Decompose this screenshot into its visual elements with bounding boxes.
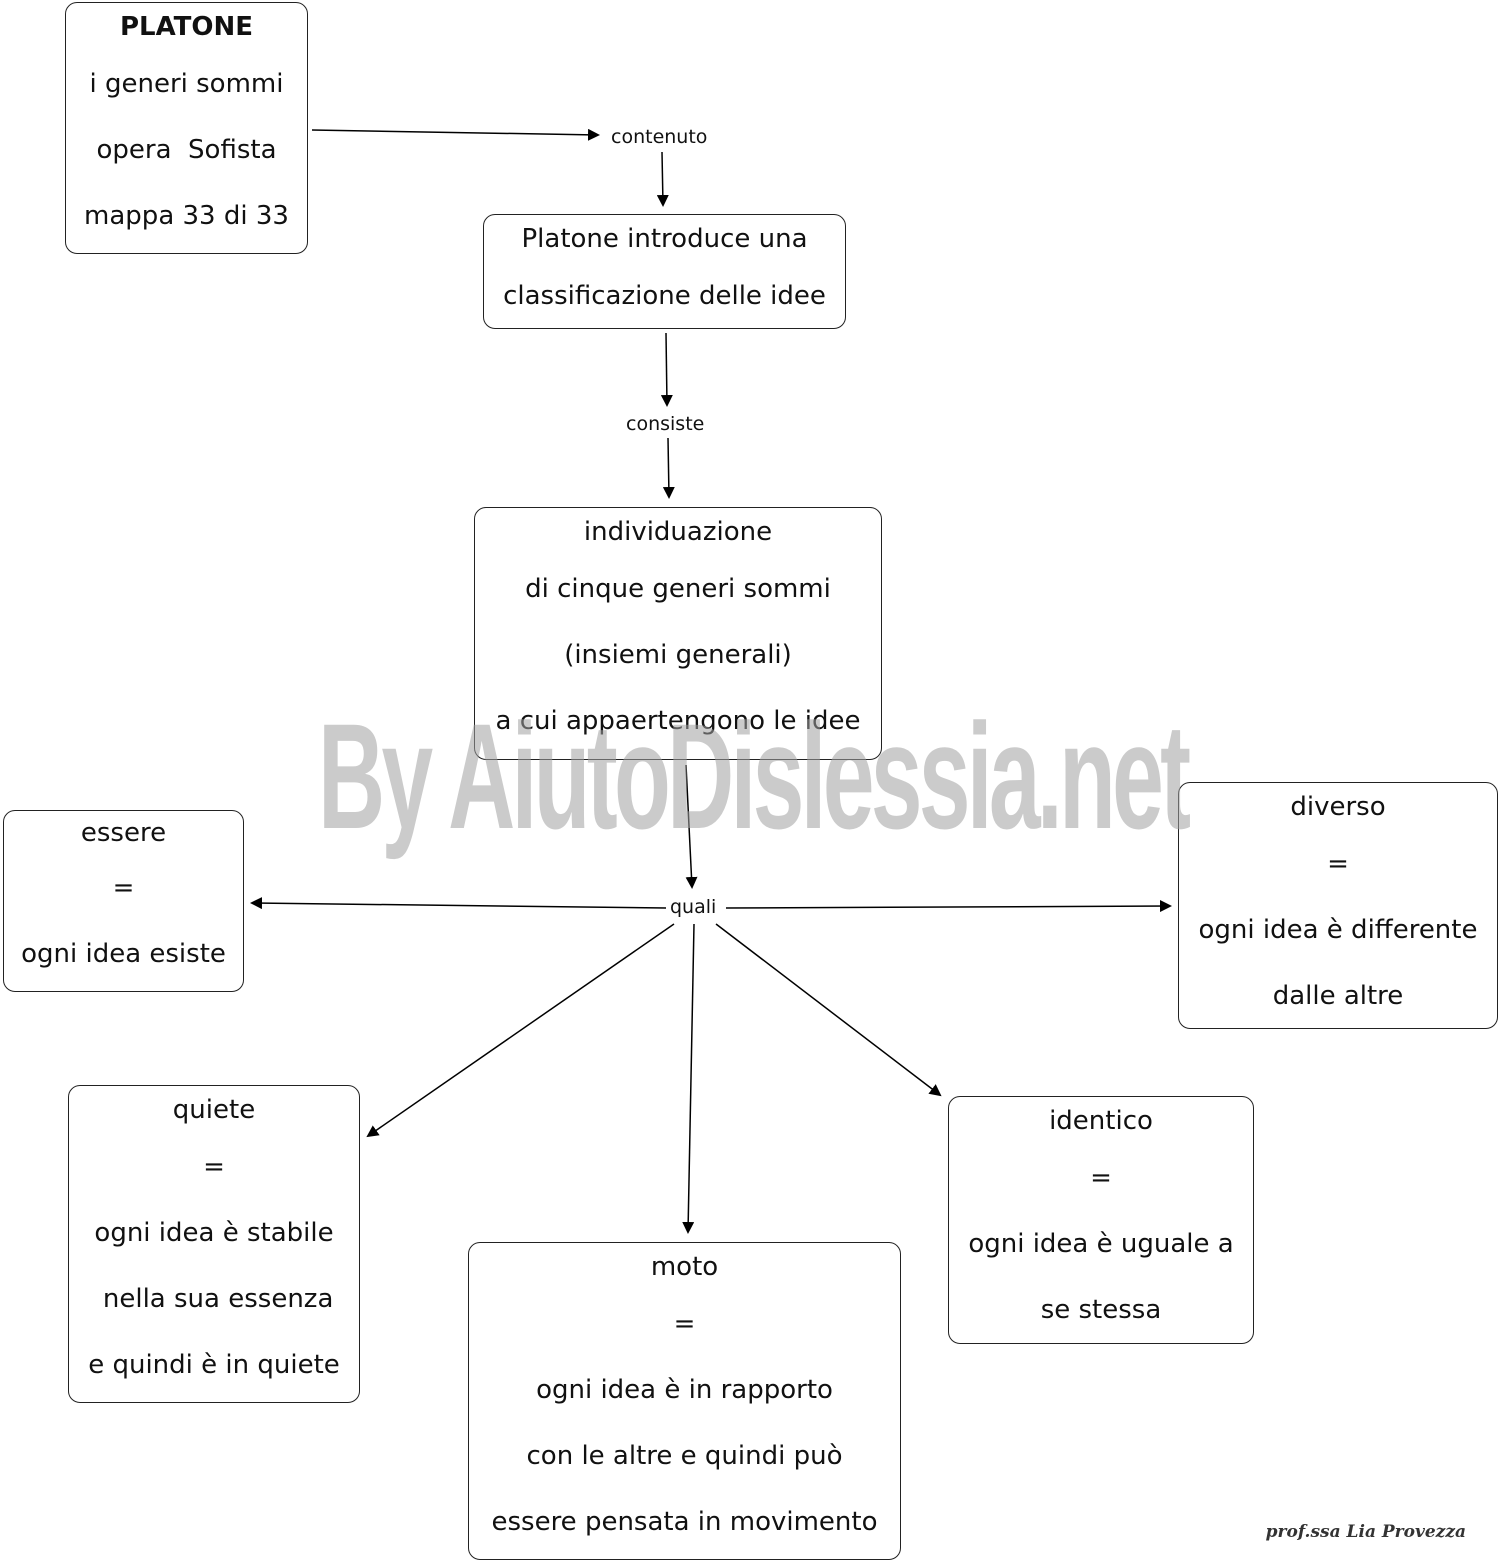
arrow-classification-to-consiste — [660, 332, 673, 407]
quiete-definition-2: nella sua essenza — [94, 1284, 334, 1314]
node-identico: identico = ogni idea è uguale a se stess… — [948, 1096, 1254, 1344]
arrow-consiste-to-individuation — [662, 437, 675, 499]
diverso-definition-2: dalle altre — [1272, 981, 1404, 1011]
individuation-line-4: a cui appaertengono le idee — [495, 706, 861, 736]
quiete-equals: = — [203, 1152, 225, 1182]
identico-definition-2: se stessa — [1040, 1295, 1162, 1325]
node-individuation: individuazione di cinque generi sommi (i… — [474, 507, 882, 760]
arrow-quali-to-quiete — [366, 923, 675, 1138]
arrow-quali-to-identico — [715, 923, 942, 1097]
diverso-equals: = — [1327, 849, 1349, 879]
title-map-number: mappa 33 di 33 — [84, 201, 289, 231]
arrow-quali-to-moto — [682, 923, 695, 1234]
essere-equals: = — [112, 873, 135, 903]
moto-definition-1: ogni idea è in rapporto — [536, 1375, 833, 1405]
arrow-quali-to-diverso — [725, 900, 1172, 913]
classification-line-2: classificazione delle idee — [503, 281, 826, 311]
title-subject: i generi sommi — [89, 69, 284, 99]
node-classification: Platone introduce una classificazione de… — [483, 214, 846, 329]
identico-equals: = — [1090, 1163, 1112, 1193]
quiete-definition-1: ogni idea è stabile — [94, 1218, 334, 1248]
node-diverso: diverso = ogni idea è differente dalle a… — [1178, 782, 1498, 1029]
title-heading: PLATONE — [119, 12, 254, 42]
link-label-quali: quali — [666, 896, 721, 918]
identico-title: identico — [1049, 1106, 1153, 1136]
classification-line-1: Platone introduce una — [521, 224, 808, 254]
moto-definition-2: con le altre e quindi può — [526, 1441, 843, 1471]
individuation-line-2: di cinque generi sommi — [525, 574, 831, 604]
arrow-individuation-to-quali — [685, 764, 698, 889]
essere-title: essere — [80, 818, 167, 848]
essere-definition: ogni idea esiste — [21, 939, 226, 969]
arrow-title-to-contenuto — [311, 128, 600, 141]
node-quiete: quiete = ogni idea è stabile nella sua e… — [68, 1085, 360, 1403]
moto-equals: = — [673, 1309, 696, 1339]
individuation-line-1: individuazione — [583, 517, 773, 547]
moto-definition-3: essere pensata in movimento — [491, 1507, 878, 1537]
link-label-consiste: consiste — [622, 413, 709, 435]
diverso-title: diverso — [1290, 792, 1386, 822]
link-label-contenuto: contenuto — [607, 126, 712, 148]
node-title: PLATONE i generi sommi opera Sofista map… — [65, 2, 308, 254]
quiete-title: quiete — [172, 1095, 256, 1125]
node-essere: essere = ogni idea esiste — [3, 810, 244, 992]
identico-definition-1: ogni idea è uguale a — [968, 1229, 1234, 1259]
node-moto: moto = ogni idea è in rapporto con le al… — [468, 1242, 901, 1560]
arrow-contenuto-to-classification — [656, 151, 669, 207]
quiete-definition-3: e quindi è in quiete — [88, 1350, 340, 1380]
individuation-line-3: (insiemi generali) — [564, 640, 792, 670]
moto-title: moto — [650, 1252, 719, 1282]
title-work: opera Sofista — [96, 135, 277, 165]
diverso-definition-1: ogni idea è differente — [1198, 915, 1478, 945]
author-signature: prof.ssa Lia Provezza — [1265, 1522, 1466, 1542]
arrow-quali-to-essere — [250, 897, 667, 910]
